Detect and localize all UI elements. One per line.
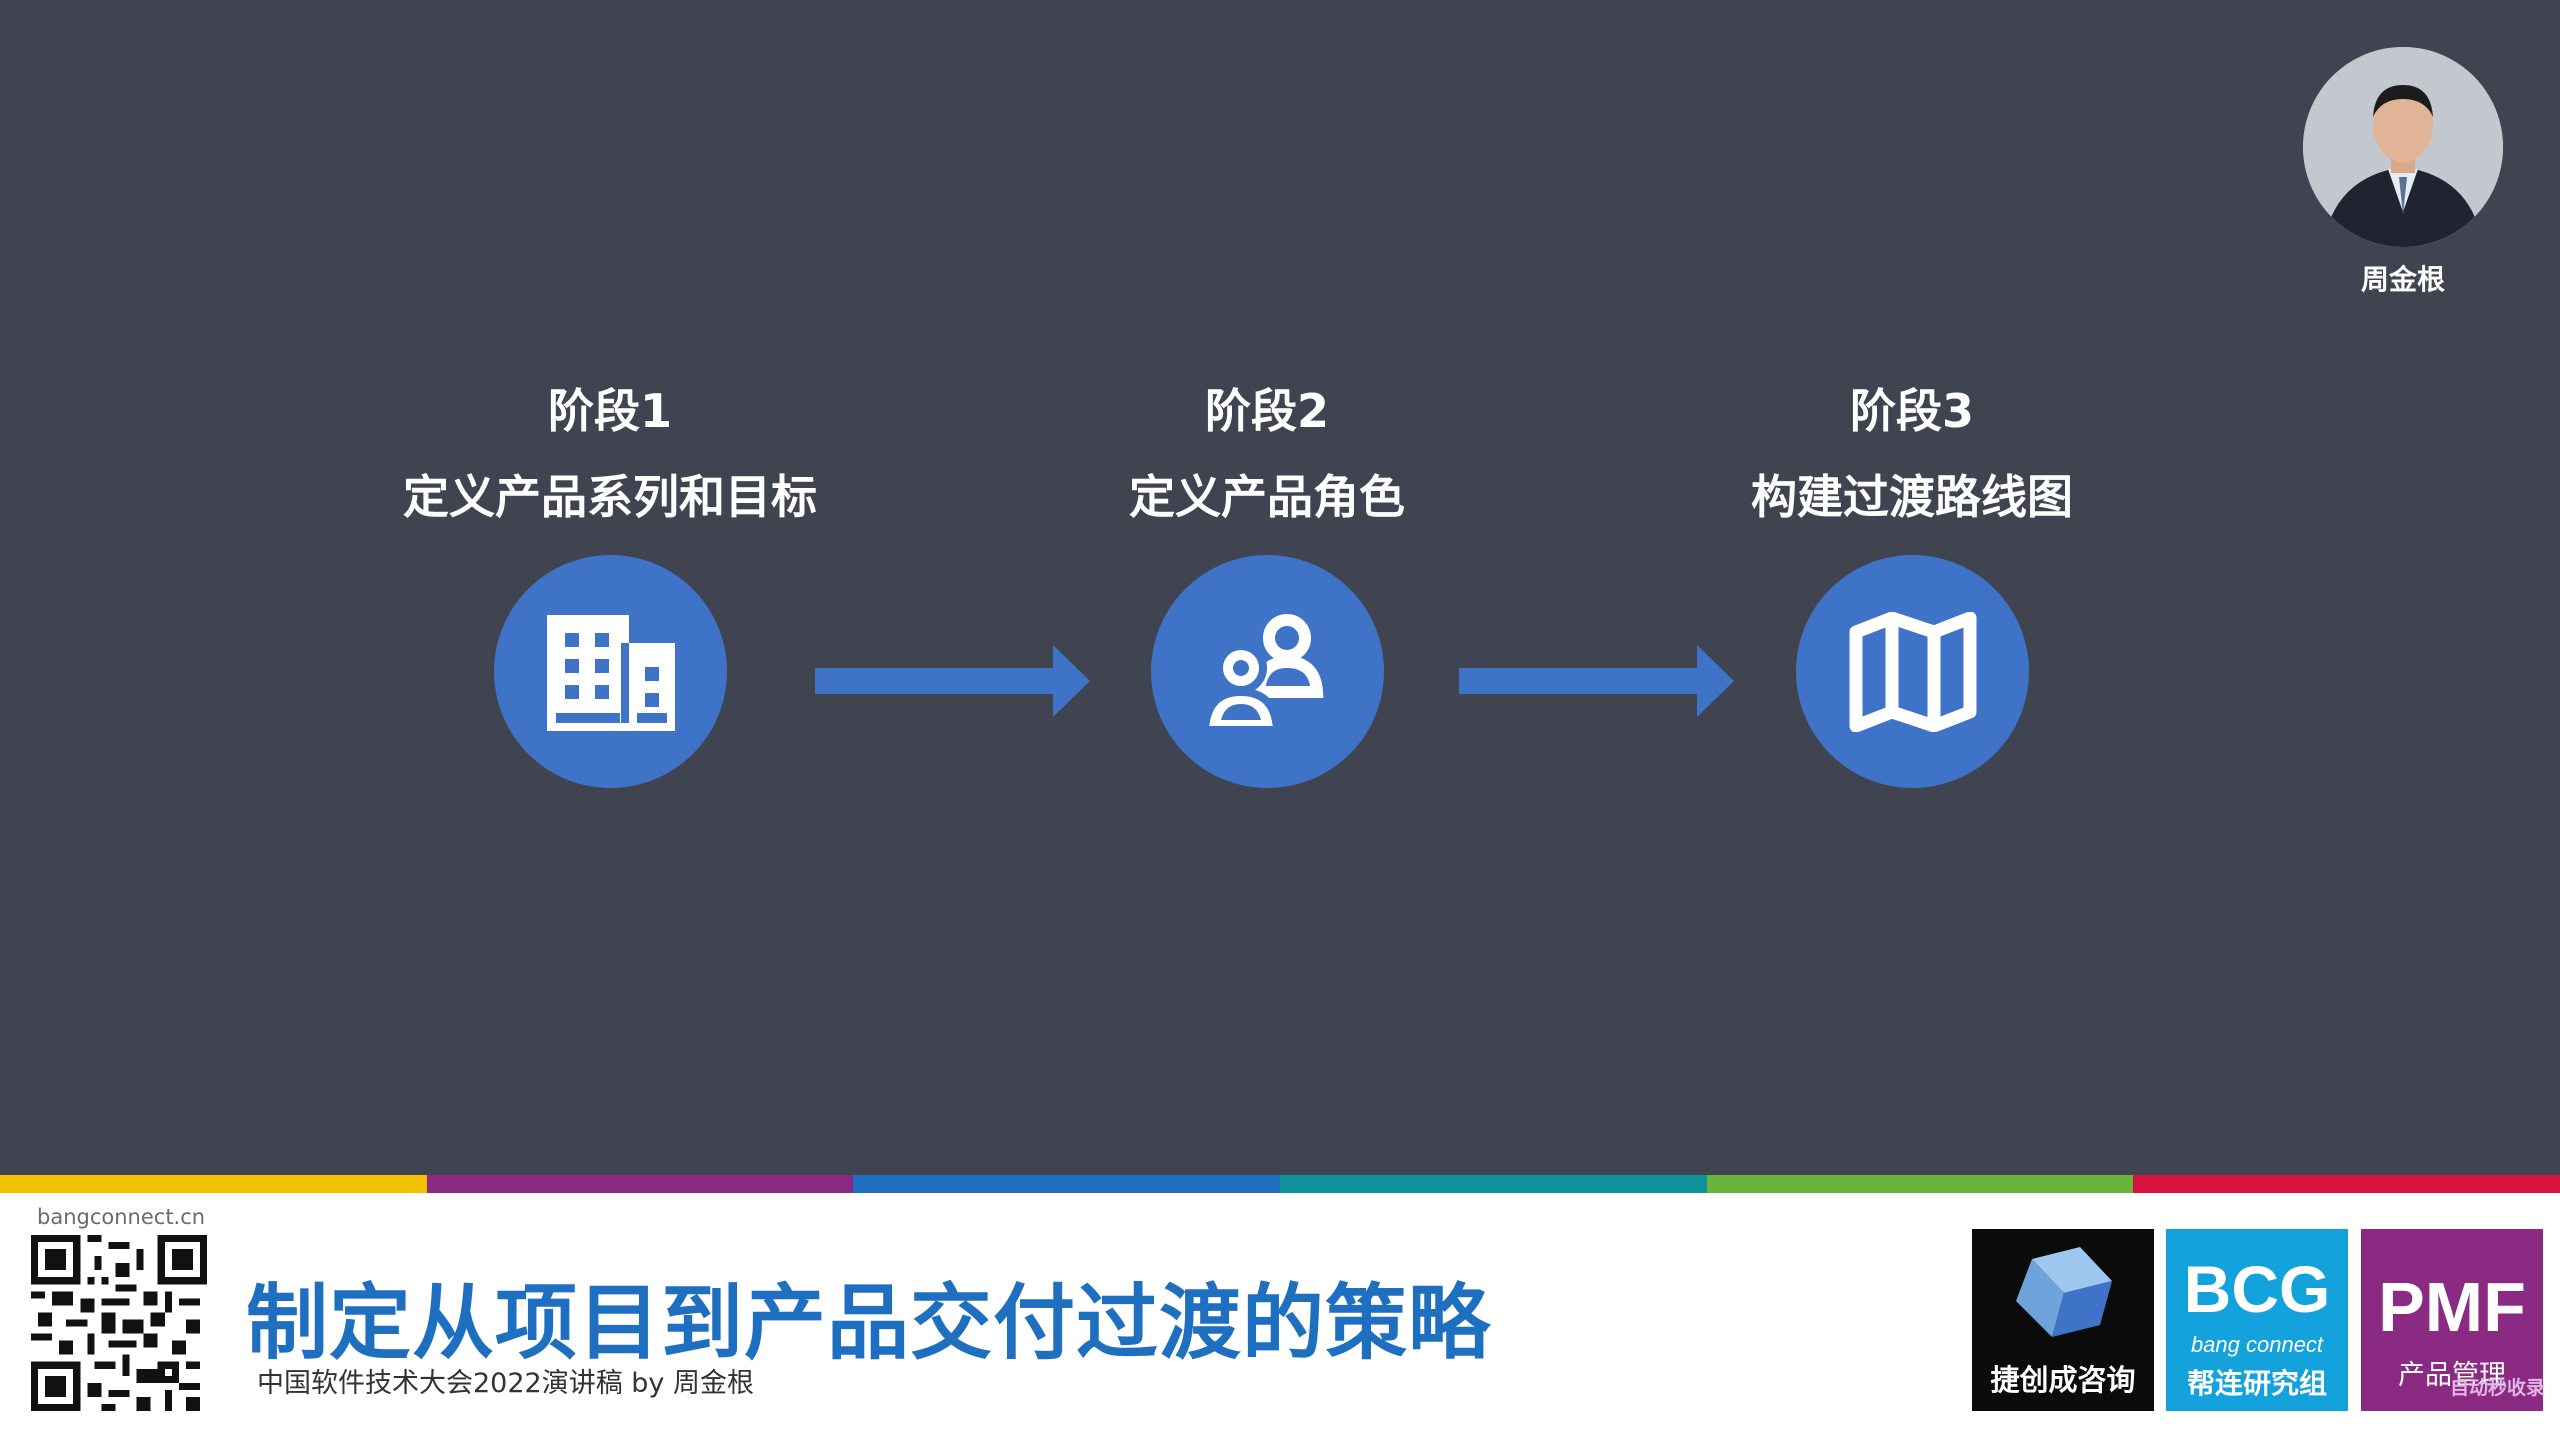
pmf-logo-big: PMF <box>2378 1268 2526 1346</box>
speaker-avatar <box>2303 47 2503 247</box>
bcg-logo-big: BCG <box>2183 1252 2331 1326</box>
jc-logo: 捷创成咨询 <box>1972 1229 2154 1411</box>
cube-icon <box>2016 1247 2112 1337</box>
site-url[interactable]: bangconnect.cn <box>37 1205 206 1229</box>
page-title: 制定从项目到产品交付过渡的策略 <box>246 1276 1492 1371</box>
users-icon <box>1202 613 1323 732</box>
map-icon <box>1849 611 1976 732</box>
slide-background: 周金根 阶段1 定义产品系列和目标 <box>0 0 2560 1175</box>
stage-1-title: 定义产品系列和目标 <box>403 470 817 524</box>
building-icon <box>546 614 675 731</box>
footer: bangconnect.cn 制定从项目到产品交付过渡的策略 中国软件技术大会2… <box>0 1193 2560 1440</box>
stage-1-label: 阶段1 <box>547 384 672 438</box>
stage-2-label: 阶段2 <box>1204 384 1329 438</box>
stage-3-circle <box>1796 555 2029 788</box>
speaker-photo-icon <box>2303 47 2503 247</box>
pmf-logo-label: 产品管理 <box>2398 1360 2506 1391</box>
stage-1-circle <box>494 555 727 788</box>
stage-2-circle <box>1151 555 1384 788</box>
stage-2-title: 定义产品角色 <box>1129 470 1405 524</box>
bcg-logo: BCG bang connect 帮连研究组 <box>2166 1229 2348 1411</box>
color-strip <box>0 1175 2560 1193</box>
pmf-logo: PMF 产品管理 <box>2361 1229 2543 1411</box>
page-subtitle: 中国软件技术大会2022演讲稿 by 周金根 <box>257 1368 754 1399</box>
stage-3-label: 阶段3 <box>1849 384 1974 438</box>
watermark: 自动秒收录 <box>2449 1377 2545 1399</box>
arrow-1-icon <box>815 645 1090 717</box>
arrow-2-icon <box>1459 645 1734 717</box>
bcg-logo-label: 帮连研究组 <box>2186 1367 2327 1400</box>
bcg-logo-small: bang connect <box>2190 1332 2324 1357</box>
speaker-name: 周金根 <box>2360 263 2445 296</box>
jc-logo-label: 捷创成咨询 <box>1990 1363 2136 1397</box>
stage-3-title: 构建过渡路线图 <box>1751 470 2073 524</box>
qr-code-icon <box>31 1235 207 1411</box>
